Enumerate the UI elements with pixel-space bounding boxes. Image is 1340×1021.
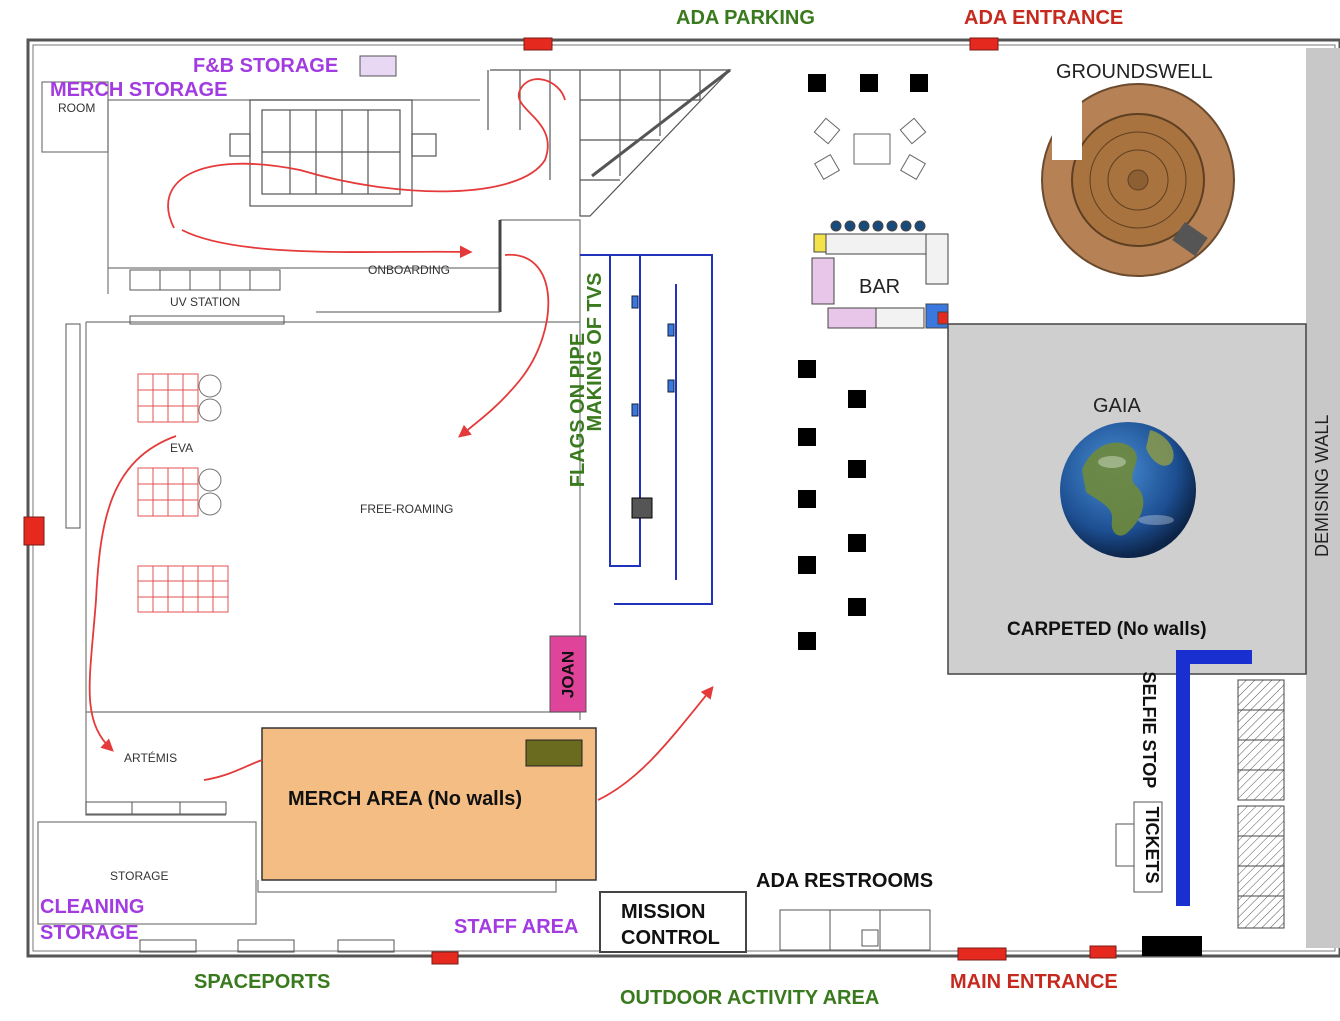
interior-walls <box>37 81 581 925</box>
door-staff <box>431 951 459 965</box>
gaia-globe <box>1060 422 1196 558</box>
ada-parking-label: ADA PARKING <box>676 7 815 29</box>
free-roaming-label: FREE-ROAMING <box>360 502 454 516</box>
demising-wall-label: DEMISING WALL <box>1312 414 1332 557</box>
cleaning-storage-label-2: STORAGE <box>40 922 139 944</box>
cafe-tables <box>798 74 928 650</box>
door-main-2 <box>1089 945 1117 959</box>
artemis-label: ARTÉMIS <box>124 751 178 765</box>
selfie-stop-wall <box>1176 650 1252 906</box>
ada-restrooms-outline <box>779 909 931 951</box>
uv-station-bench <box>65 269 285 529</box>
fb-storage-icon <box>359 55 397 77</box>
merch-counter <box>525 739 583 767</box>
mission-control-label-1: MISSION <box>621 901 706 923</box>
stage-truss <box>229 68 732 217</box>
gaia-label: GAIA <box>1093 395 1141 417</box>
door-ada-entrance <box>969 37 999 51</box>
spaceports-label: SPACEPORTS <box>194 971 331 993</box>
lounge-seating <box>813 117 927 180</box>
mission-control-room <box>599 891 747 953</box>
tickets-label: TICKETS <box>1142 806 1162 884</box>
tv-stand <box>631 497 653 519</box>
artemis-bench <box>85 801 227 815</box>
onboarding-label: ONBOARDING <box>368 263 451 277</box>
visitor-flow-arrows <box>88 78 714 801</box>
ada-restrooms-label: ADA RESTROOMS <box>756 870 934 892</box>
selfie-stop-label: SELFIE STOP <box>1138 671 1159 789</box>
eva-grids <box>137 373 229 613</box>
joan-label: JOAN <box>558 650 578 699</box>
flags-on-pipe <box>580 254 713 605</box>
room-label: ROOM <box>58 101 96 115</box>
door-markers <box>23 37 1117 965</box>
demising-wall <box>1306 48 1340 948</box>
door-left-side <box>23 516 45 546</box>
ada-entrance-label: ADA ENTRANCE <box>964 7 1124 29</box>
merch-storage-label: MERCH STORAGE <box>50 79 228 101</box>
ticket-kiosk <box>1115 801 1163 893</box>
tv-screens <box>631 295 675 417</box>
door-main-1 <box>957 947 1007 961</box>
fb-storage-label: F&B STORAGE <box>193 55 339 77</box>
storage-label: STORAGE <box>110 869 169 883</box>
joan-booth <box>549 635 587 713</box>
lockers <box>1237 679 1285 929</box>
merch-area-label: MERCH AREA (No walls) <box>288 788 523 810</box>
main-entrance-mat <box>1142 936 1202 956</box>
bar-label: BAR <box>859 276 901 298</box>
uv-station-label: UV STATION <box>170 295 241 309</box>
outdoor-activity-area-label: OUTDOOR ACTIVITY AREA <box>620 987 880 1009</box>
groundswell-label: GROUNDSWELL <box>1056 61 1213 83</box>
eva-label: EVA <box>170 441 194 455</box>
carpeted-label: CARPETED (No walls) <box>1007 619 1207 640</box>
bar-counter <box>811 220 949 329</box>
spaceport-pads <box>139 939 395 953</box>
mission-control-label-2: CONTROL <box>621 927 720 949</box>
groundswell-amphitheater <box>1041 83 1235 277</box>
making-of-tvs-label: MAKING OF TVS <box>584 272 606 432</box>
cleaning-storage-label-1: CLEANING <box>40 896 145 918</box>
door-ada-parking <box>523 37 553 51</box>
main-entrance-label: MAIN ENTRANCE <box>950 971 1118 993</box>
staff-area-label: STAFF AREA <box>454 916 579 938</box>
